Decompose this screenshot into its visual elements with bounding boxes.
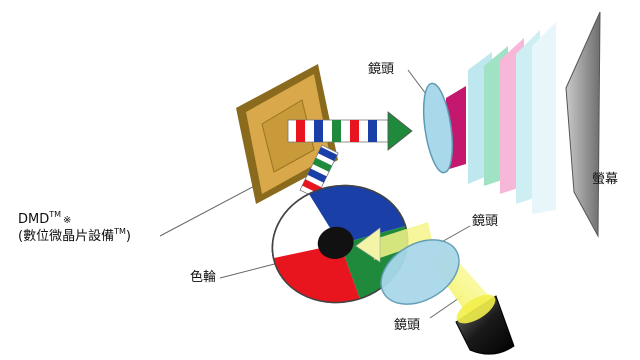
label-color-wheel: 色輪 [190,270,217,285]
screen-panel [565,11,601,238]
lamp [455,294,515,355]
label-screen: 螢幕 [592,172,619,187]
label-lens-bottom: 鏡頭 [394,318,421,333]
color-wheel-hub [317,226,354,259]
lamp-reflector [455,295,515,355]
lens-top [422,82,454,174]
lens-bottom-leader-line [429,295,463,319]
label-dmd-line2: (數位微晶片設備TM) [18,227,131,245]
label-lens-mid: 鏡頭 [472,214,499,229]
light-arrow-head [355,227,381,263]
dmd-output-arrow [287,111,413,151]
projection-beams [468,22,556,214]
lens-mid [380,239,460,305]
dmd-leader-line [159,181,263,237]
beam-layer-pale [532,22,556,214]
lens-light-beam [372,222,432,260]
label-lens-top: 鏡頭 [368,62,395,77]
lamp-bulb-glow [456,294,496,324]
label-dmd-line1: DMDTM※ [18,210,72,228]
color-wheel [271,184,409,304]
label-dmd: DMDTM※ (數位微晶片設備TM) [18,210,131,245]
